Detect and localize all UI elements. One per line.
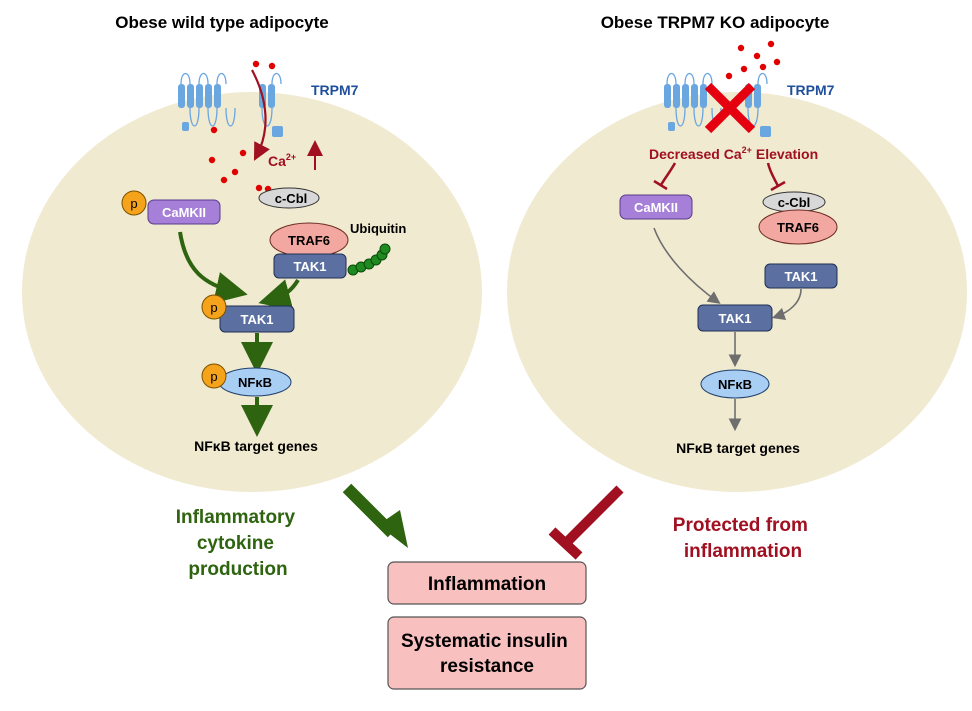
inhibit-inflammation-arrow [548,485,624,560]
left-ccbl-label: c-Cbl [275,191,308,206]
left-calcium-ions [208,60,276,200]
right-inhibit-ccbl [766,162,786,192]
left-nfkb-phospho: p [201,363,227,389]
right-tak1-activation-arrow [771,288,802,321]
left-target-genes-label: NFκB target genes [194,438,318,454]
right-calcium-ions [725,40,781,80]
promote-inflammation-arrow [342,483,408,548]
left-nfkb-node: NFκB [218,367,292,397]
left-nfkb-phospho-label: p [210,369,217,384]
insulin-resistance-box-label: Systematic insulin resistance [401,631,573,677]
protected-line-2: inflammation [684,541,802,562]
decreased-ca-elevation-label: Decreased Ca2+ Elevation [649,145,818,162]
left-tak1-activation-arrow [258,278,300,311]
left-calcium-influx-arrow [251,69,270,161]
protected-from-inflammation-label: Protected from inflammation [673,515,813,562]
decreased-ca-superscript: 2+ [742,145,752,155]
left-tak1-phospho-label: p [210,300,217,315]
left-ubiquitin-label: Ubiquitin [350,221,406,236]
left-tak1-phospho: p [201,294,227,320]
left-ccbl-node: c-Cbl [258,187,320,209]
left-camkii-to-tak1-arrow [178,231,248,304]
left-panel-title: Obese wild type adipocyte [115,13,329,32]
cytokine-line-2: cytokine [197,533,274,554]
inflammation-box: Inflammation [387,561,587,605]
right-nfkb-node: NFκB [700,369,770,399]
left-ca-label: Ca2+ [268,152,296,169]
insulin-line-1: Systematic insulin [401,631,568,652]
left-traf6-label: TRAF6 [288,233,330,248]
left-ca-superscript: 2+ [286,152,296,162]
right-tak1-main-label: TAK1 [719,311,752,326]
inflammatory-cytokine-label: Inflammatory cytokine production [176,507,301,580]
decreased-elevation-text: Elevation [756,146,818,162]
right-traf6-node: TRAF6 [758,209,838,245]
right-cell [507,92,967,492]
left-nfkb-label: NFκB [238,375,272,390]
left-camkii-phospho-label: p [130,196,137,211]
right-traf6-label: TRAF6 [777,220,819,235]
right-tak1-upper-node: TAK1 [764,263,838,289]
protected-line-1: Protected from [673,515,808,536]
knockout-x-icon [704,82,756,134]
right-tak1-upper-label: TAK1 [785,269,818,284]
left-tak1-upper-node: TAK1 [273,253,347,279]
right-tak1-main-node: TAK1 [697,304,773,332]
left-camkii-phospho: p [121,190,147,216]
right-ccbl-label: c-Cbl [778,195,811,210]
inflammation-box-label: Inflammation [428,574,546,595]
right-camkii-to-tak1-arrow [653,227,721,304]
right-camkii-label: CaMKII [634,200,678,215]
right-nfkb-label: NFκB [718,377,752,392]
right-ccbl-node: c-Cbl [762,191,826,213]
left-traf6-node: TRAF6 [269,222,349,258]
right-target-genes-label: NFκB target genes [676,440,800,456]
right-trpm7-label: TRPM7 [787,82,835,98]
right-inhibit-camkii [653,162,677,191]
left-camkii-node: CaMKII [147,199,221,225]
left-trpm7-label: TRPM7 [311,82,359,98]
right-panel-title: Obese TRPM7 KO adipocyte [601,13,830,32]
left-ca-text: Ca [268,153,286,169]
right-camkii-node: CaMKII [619,194,693,220]
insulin-line-2: resistance [440,656,534,677]
left-camkii-label: CaMKII [162,205,206,220]
left-tak1-main-node: TAK1 [219,305,295,333]
insulin-resistance-box: Systematic insulin resistance [387,616,587,690]
left-tak1-upper-label: TAK1 [294,259,327,274]
left-cell [22,92,482,492]
left-ubiquitin-chain [347,243,391,276]
left-tak1-main-label: TAK1 [241,312,274,327]
decreased-ca-text: Decreased Ca [649,146,742,162]
cytokine-line-3: production [188,559,287,580]
cytokine-line-1: Inflammatory [176,507,296,528]
